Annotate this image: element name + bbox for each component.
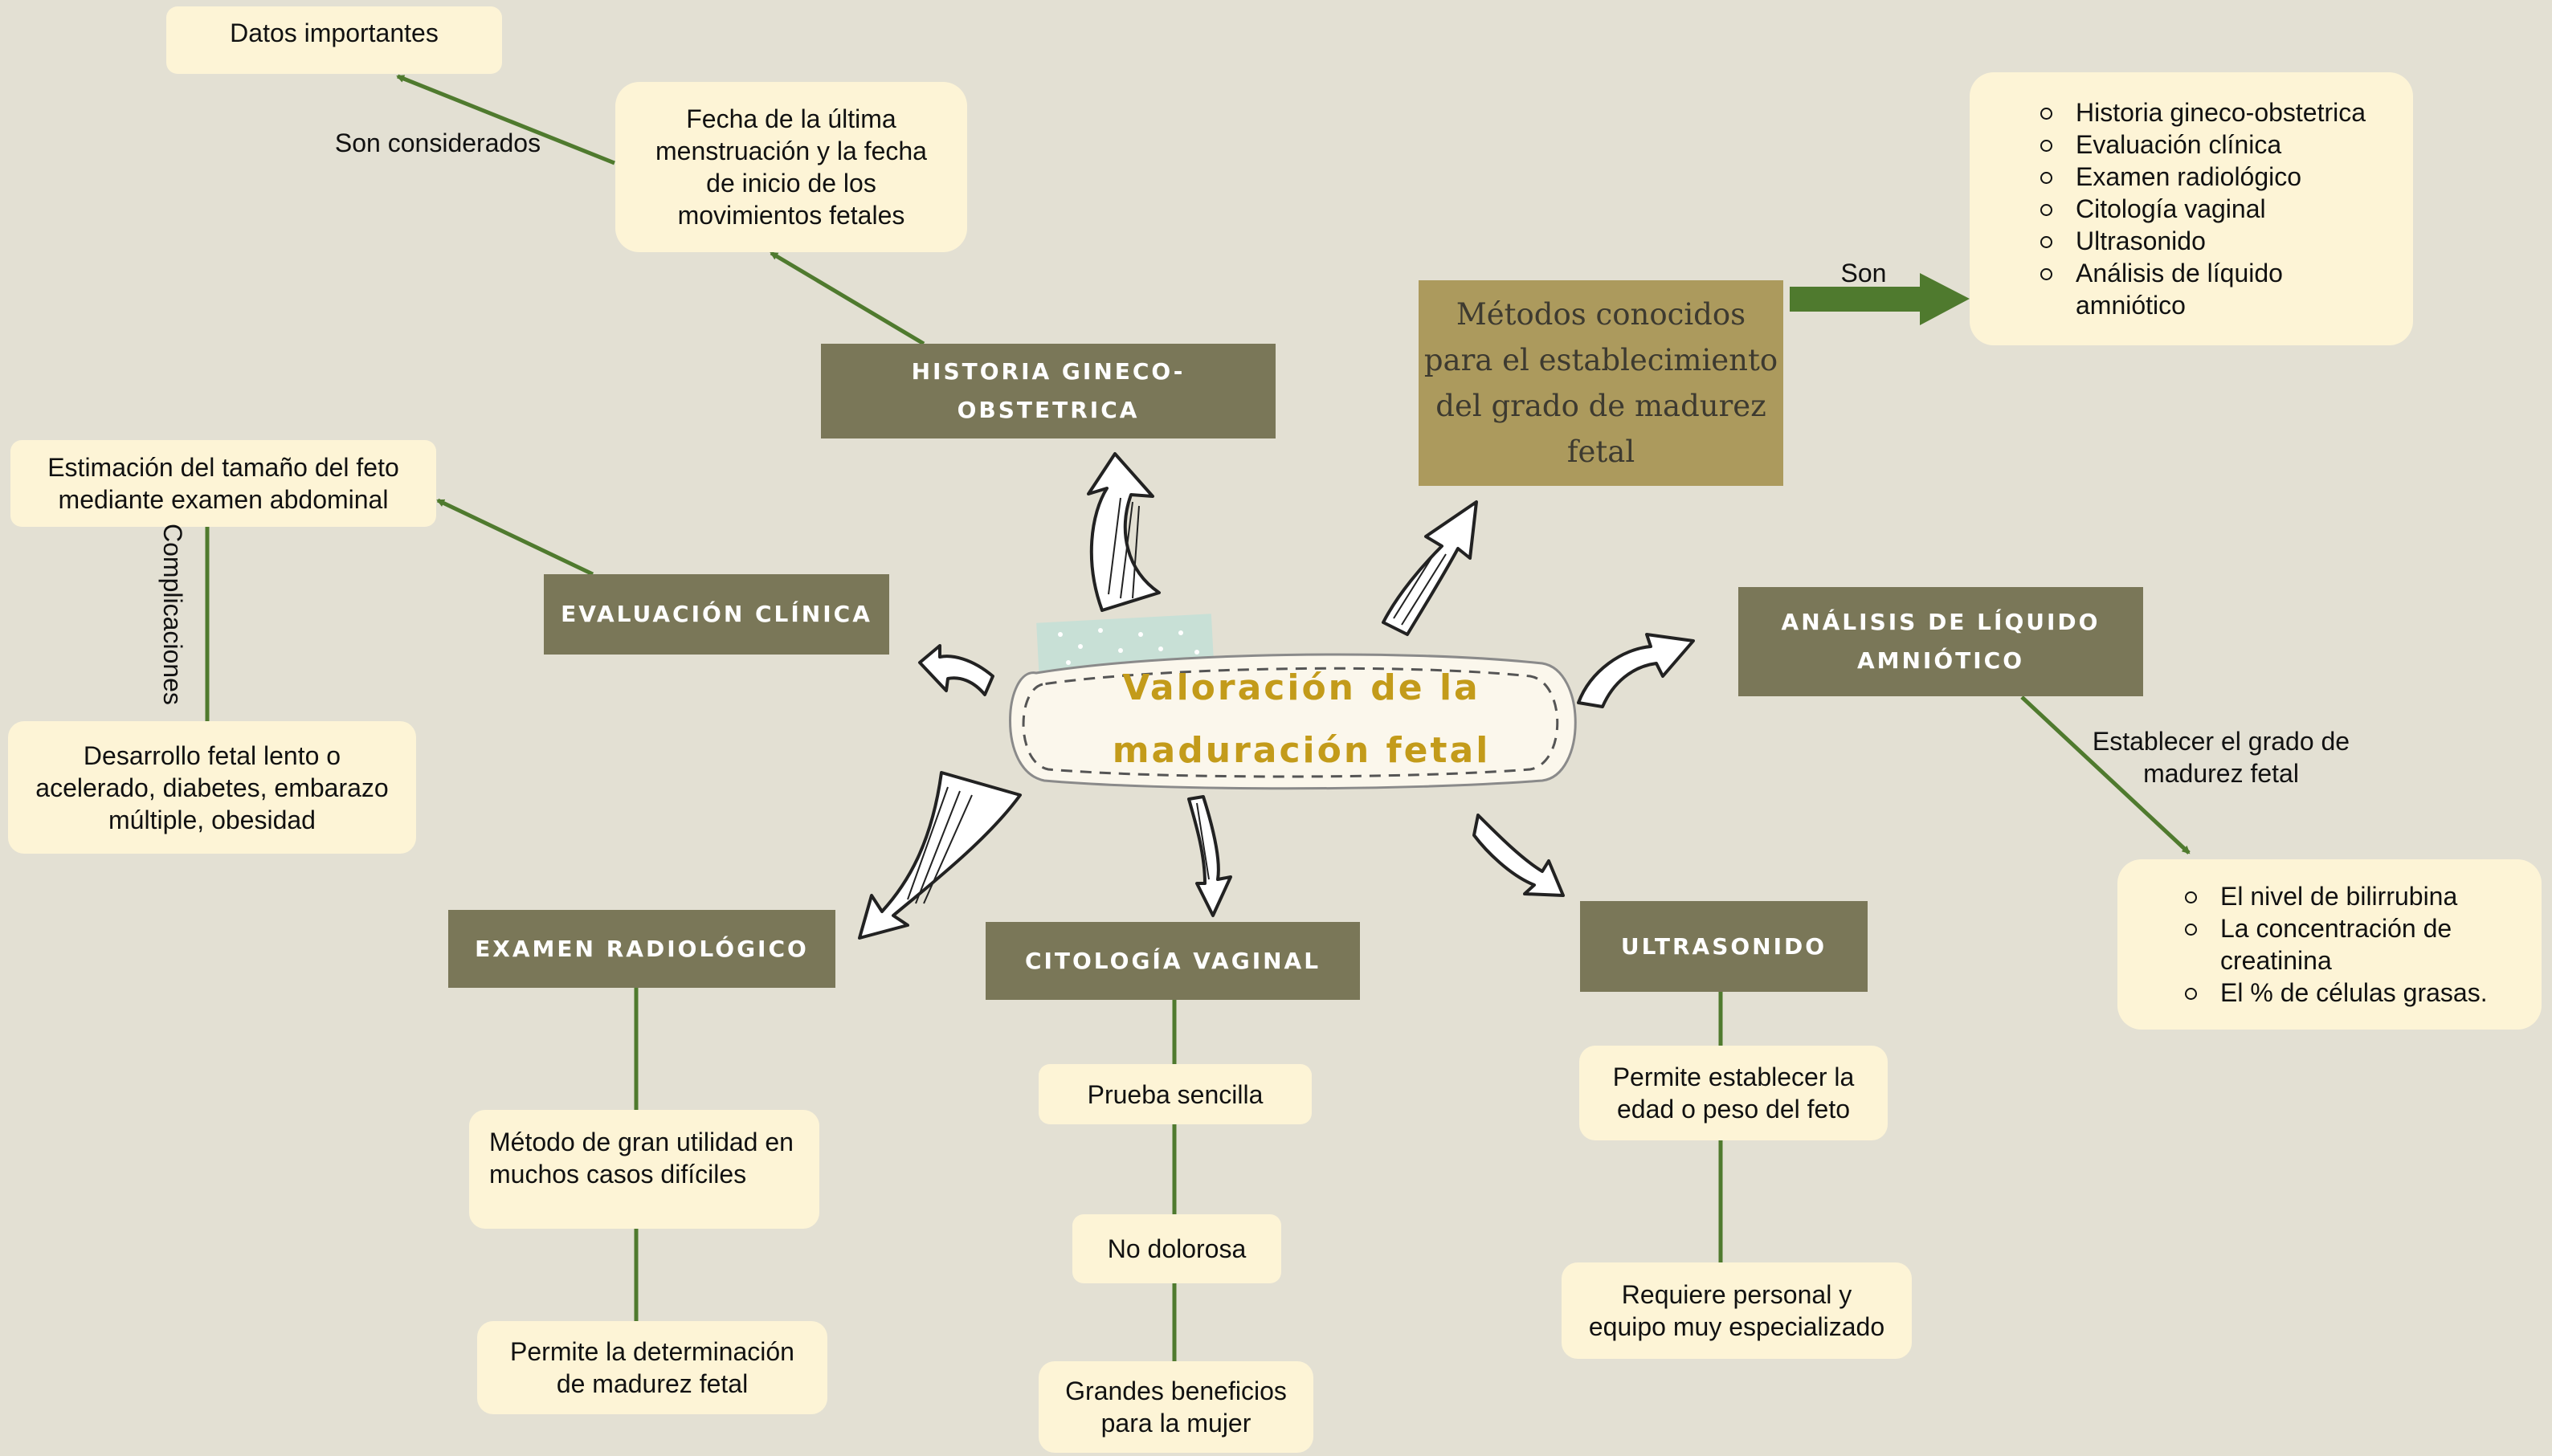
analisis-list: El nivel de bilirrubina La concentración… (2117, 880, 2509, 1009)
node-analisis: ANÁLISIS DE LÍQUIDO AMNIÓTICO (1738, 587, 2143, 696)
beneficios-line1: Grandes beneficios (1065, 1376, 1287, 1405)
complicaciones-label: Complicaciones (158, 524, 187, 705)
methods-list: Historia gineco-obstetrica Evaluación cl… (1970, 96, 2366, 321)
son-arrow (1790, 273, 1970, 325)
arrow-evaluacion (918, 644, 994, 696)
arrow-radiologico (858, 771, 1022, 940)
center-title-line1: Valoración de la (1122, 667, 1480, 708)
analisis-list-item: El nivel de bilirrubina (2185, 880, 2509, 912)
establecer-line1: Establecer el grado de (2092, 727, 2350, 756)
determinacion-line2: de madurez fetal (556, 1369, 749, 1398)
especializado-box: Requiere personal y equipo muy especiali… (1562, 1262, 1912, 1359)
fecha-line1: Fecha de la última (686, 104, 896, 133)
beneficios-line2: para la mujer (1100, 1409, 1252, 1438)
no-dolorosa-box: No dolorosa (1072, 1214, 1281, 1283)
desarrollo-line3: múltiple, obesidad (108, 805, 316, 834)
methods-list-item: Ultrasonido (2040, 225, 2366, 257)
analisis-title-line1: ANÁLISIS DE LÍQUIDO (1781, 609, 2101, 635)
methods-list-item: Historia gineco-obstetrica (2040, 98, 2366, 127)
node-historia: HISTORIA GINECO-OBSTETRICA (821, 344, 1276, 438)
methods-list-item: Examen radiológico (2040, 161, 2366, 193)
arrow-historia (1087, 452, 1161, 612)
estimacion-box: Estimación del tamaño del feto mediante … (10, 440, 436, 527)
edad-line2: edad o peso del feto (1616, 1095, 1850, 1124)
metodo-box: Método de gran utilidad en muchos casos … (469, 1110, 819, 1229)
desarrollo-box: Desarrollo fetal lento o acelerado, diab… (8, 721, 416, 854)
arrow-citologia (1187, 795, 1232, 917)
methods-list-box: Historia gineco-obstetrica Evaluación cl… (1970, 72, 2413, 345)
fecha-line3: de inicio de los (706, 169, 876, 198)
edad-line1: Permite establecer la (1612, 1062, 1855, 1091)
analisis-list-item: El % de células grasas. (2185, 977, 2509, 1009)
methods-list-item: Evaluación clínica (2040, 128, 2366, 161)
metodo-line2: muchos casos difíciles (489, 1160, 747, 1189)
prueba-box: Prueba sencilla (1039, 1064, 1312, 1124)
node-radiologico: EXAMEN RADIOLÓGICO (448, 910, 835, 988)
arrow-analisis (1577, 633, 1695, 708)
analisis-list-box: El nivel de bilirrubina La concentración… (2117, 859, 2542, 1030)
establecer-label: Establecer el grado de madurez fetal (2080, 725, 2362, 789)
especializado-line2: equipo muy especializado (1588, 1312, 1885, 1341)
node-ultrasonido: ULTRASONIDO (1580, 901, 1868, 992)
methods-list-item: Citología vaginal (2040, 193, 2366, 225)
arrow-methods (1382, 500, 1478, 636)
center-cloud (1009, 653, 1577, 790)
determinacion-box: Permite la determinación de madurez feta… (477, 1321, 827, 1414)
beneficios-box: Grandes beneficios para la mujer (1039, 1361, 1313, 1453)
metodo-line1: Método de gran utilidad en (489, 1128, 794, 1156)
estimacion-line2: mediante examen abdominal (58, 485, 389, 514)
connector-datos (396, 74, 615, 165)
connector-analisis (2020, 695, 2191, 854)
son-considerados-label: Son considerados (334, 128, 541, 157)
arrow-ultrasonido (1472, 814, 1565, 897)
datos-box: Datos importantes (166, 6, 502, 74)
methods-line1: Métodos conocidos (1456, 297, 1746, 332)
son-label: Son (1840, 259, 1887, 288)
estimacion-line1: Estimación del tamaño del feto (47, 453, 399, 482)
fecha-box: Fecha de la última menstruación y la fec… (615, 82, 967, 252)
methods-line3: del grado de madurez (1435, 389, 1766, 423)
center-title: Valoración de la maduración fetal (1109, 657, 1494, 782)
center-title-line2: maduración fetal (1112, 730, 1491, 771)
analisis-title-line2: AMNIÓTICO (1856, 647, 2025, 674)
methods-box: Métodos conocidos para el establecimient… (1419, 280, 1783, 486)
desarrollo-line2: acelerado, diabetes, embarazo (35, 773, 389, 802)
desarrollo-line1: Desarrollo fetal lento o (83, 740, 341, 770)
edad-box: Permite establecer la edad o peso del fe… (1579, 1046, 1888, 1140)
node-evaluacion: EVALUACIÓN CLÍNICA (544, 574, 889, 655)
determinacion-line1: Permite la determinación (510, 1337, 794, 1366)
especializado-line1: Requiere personal y (1621, 1280, 1852, 1309)
fecha-line2: menstruación y la fecha (655, 137, 927, 165)
connector-fecha (770, 251, 925, 346)
methods-line2: para el establecimiento (1423, 343, 1778, 377)
analisis-list-item: La concentración de creatinina (2185, 912, 2509, 977)
methods-line4: fetal (1566, 434, 1635, 469)
establecer-line2: madurez fetal (2143, 759, 2299, 788)
fecha-line4: movimientos fetales (677, 201, 905, 230)
node-citologia: CITOLOGÍA VAGINAL (986, 922, 1360, 1000)
connector-estimacion (436, 498, 594, 577)
methods-list-item: Análisis de líquido amniótico (2040, 257, 2341, 321)
